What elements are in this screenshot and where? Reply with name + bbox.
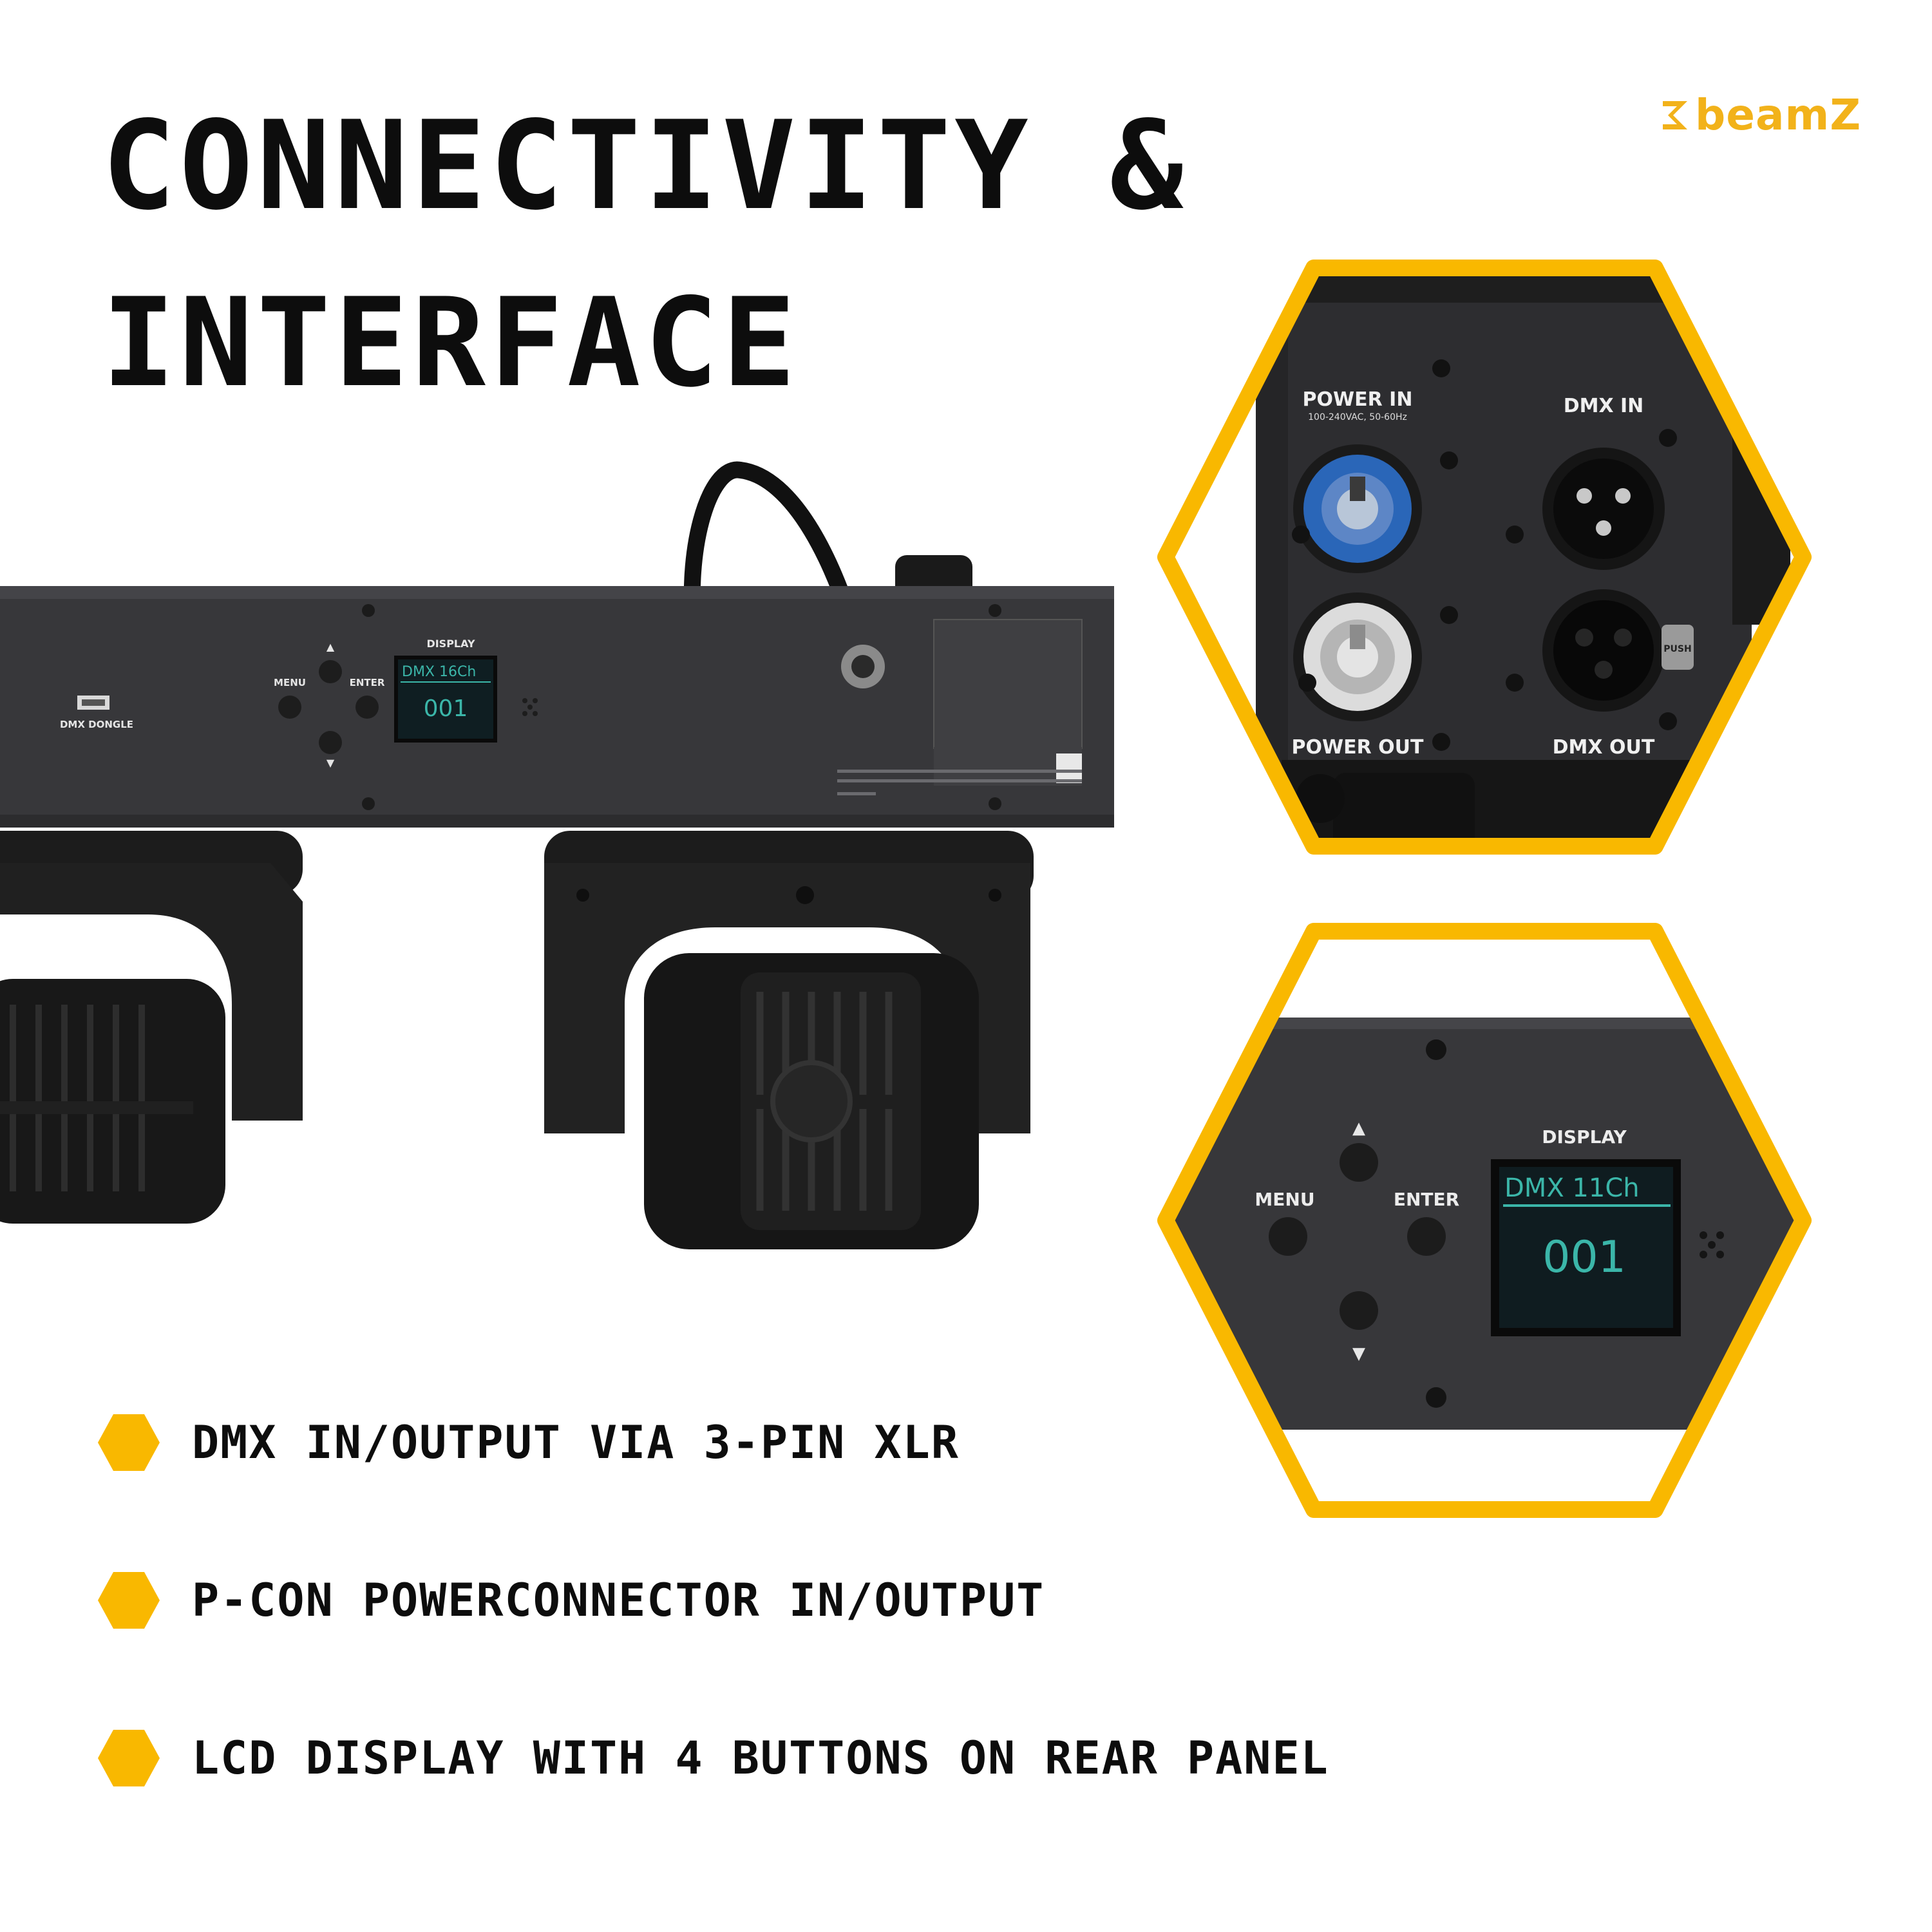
page-title: CONNECTIVITY & INTERFACE xyxy=(102,77,1325,431)
hexagon-bullet-icon xyxy=(98,1414,160,1471)
zoom-display-value-text: 001 xyxy=(1542,1232,1626,1283)
feature-text: P-CON POWERCONNECTOR IN/OUTPUT xyxy=(192,1574,1045,1627)
display-mode-text: DMX 16Ch xyxy=(402,664,476,680)
product-photo: DMX DONGLE ▲ ▼ MENU ENTER DISPLAY DMX 16… xyxy=(0,461,1114,1249)
hexagon-bullet-icon xyxy=(98,1572,160,1629)
display-up-arrow-icon: ▲ xyxy=(1352,1119,1365,1138)
brand-name: beamZ xyxy=(1695,90,1862,140)
display-zoom-label: DISPLAY xyxy=(1542,1126,1627,1148)
page-title-line-1: CONNECTIVITY & xyxy=(102,95,1188,237)
push-latch-label: PUSH xyxy=(1663,644,1691,654)
connectors-zoom: POWER IN 100-240VAC, 50-60Hz POWER OUT D… xyxy=(1157,260,1812,855)
feature-item: P-CON POWERCONNECTOR IN/OUTPUT xyxy=(97,1565,1045,1636)
dmx-in-label: DMX IN xyxy=(1564,395,1644,417)
display-enter-label: ENTER xyxy=(1394,1189,1459,1210)
power-in-label: POWER IN xyxy=(1303,388,1413,411)
brand-logo: beamZ xyxy=(1662,90,1861,140)
up-arrow-icon: ▲ xyxy=(327,641,335,653)
display-label: DISPLAY xyxy=(426,638,475,650)
display-down-arrow-icon: ▼ xyxy=(1352,1344,1365,1363)
feature-item: DMX IN/OUTPUT VIA 3-PIN XLR xyxy=(97,1407,960,1478)
power-in-spec: 100-240VAC, 50-60Hz xyxy=(1308,412,1407,422)
feature-text: LCD DISPLAY WITH 4 BUTTONS ON REAR PANEL xyxy=(192,1732,1329,1785)
hexagon-bullet-icon xyxy=(98,1730,160,1786)
display-zoom: ▲ ▼ MENU ENTER DISPLAY DMX 11Ch 001 xyxy=(1157,923,1812,1518)
page-title-line-2: INTERFACE xyxy=(102,272,800,414)
feature-item: LCD DISPLAY WITH 4 BUTTONS ON REAR PANEL xyxy=(97,1723,1329,1794)
brand-mark-icon xyxy=(1663,100,1687,129)
down-arrow-icon: ▼ xyxy=(327,757,335,769)
power-out-label: POWER OUT xyxy=(1292,736,1424,759)
dmx-out-label: DMX OUT xyxy=(1553,736,1655,759)
enter-label: ENTER xyxy=(350,677,385,688)
display-value-text: 001 xyxy=(424,696,468,722)
zoom-display-mode-text: DMX 11Ch xyxy=(1504,1173,1640,1203)
feature-text: DMX IN/OUTPUT VIA 3-PIN XLR xyxy=(192,1416,960,1469)
menu-label: MENU xyxy=(274,677,306,688)
display-menu-label: MENU xyxy=(1255,1189,1314,1210)
dmx-dongle-label: DMX DONGLE xyxy=(60,719,133,730)
